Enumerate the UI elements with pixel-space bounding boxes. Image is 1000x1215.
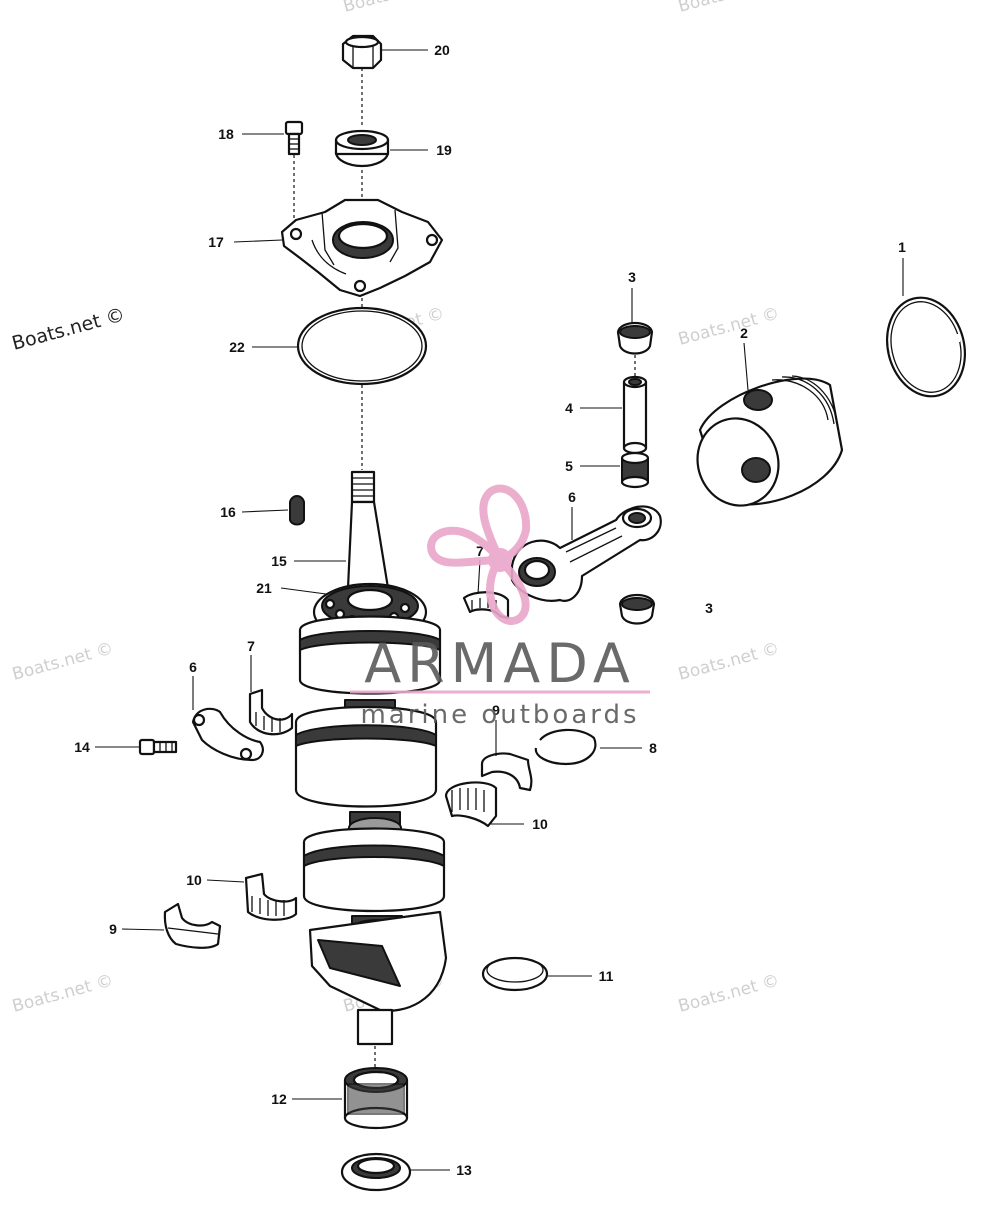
callout-9-right: 9 [492, 702, 500, 718]
propeller-logo-icon [427, 484, 531, 625]
callout-7-left: 7 [247, 638, 255, 654]
callout-1: 1 [898, 239, 906, 255]
callout-6-cap: 6 [189, 659, 197, 675]
callout-9-left: 9 [109, 921, 117, 937]
part-10-needle-cage-left [244, 872, 298, 921]
armada-tagline: marine outboards [360, 700, 639, 730]
callout-4: 4 [565, 400, 573, 416]
part-10-needle-cage-right [444, 781, 498, 828]
part-12-needle-bearing [343, 1067, 409, 1130]
callout-7-right: 7 [476, 543, 484, 559]
callout-14: 14 [74, 739, 90, 755]
callout-3-top: 3 [628, 269, 636, 285]
watermark-5: Boats.net © [676, 304, 781, 350]
callout-17: 17 [208, 234, 224, 250]
callout-13: 13 [456, 1162, 472, 1178]
part-11-seal-ring [481, 956, 549, 992]
part-9-bearing-half-left [163, 902, 222, 949]
part-8-retaining-ring [534, 728, 597, 766]
part-18-screw [284, 120, 304, 156]
watermark-2: Boats.net © [676, 0, 781, 17]
part-6-connecting-rod [510, 505, 662, 602]
callout-11: 11 [599, 968, 614, 984]
part-19-seal [334, 129, 390, 168]
armada-logo: ARMADA marine outboards [350, 484, 650, 730]
callout-18: 18 [218, 126, 234, 142]
part-3-washer-bottom [618, 593, 656, 625]
watermark-3: Boats.net © [10, 304, 128, 355]
part-16-key [289, 495, 305, 526]
part-15-crankshaft [294, 470, 448, 1046]
callout-20: 20 [434, 42, 450, 58]
propeller-hub [488, 548, 512, 572]
part-6-rod-cap [191, 707, 264, 762]
part-2-piston [696, 375, 844, 507]
callout-3-bottom: 3 [705, 600, 713, 616]
watermark-10: Boats.net © [676, 971, 781, 1017]
callout-10-right: 10 [532, 816, 548, 832]
leader-lines [95, 49, 904, 1171]
part-17-end-cap [280, 198, 444, 298]
armada-brand: ARMADA [364, 632, 636, 695]
watermark-6: Boats.net © [10, 639, 115, 685]
part-14-screw [138, 738, 178, 756]
callout-15: 15 [271, 553, 287, 569]
callout-12: 12 [271, 1091, 287, 1107]
part-1-piston-ring [885, 296, 967, 398]
callout-19: 19 [436, 142, 452, 158]
callout-22: 22 [229, 339, 245, 355]
part-5-needle-bearing [620, 451, 650, 489]
part-13-seal-ring [340, 1152, 412, 1192]
callout-16: 16 [220, 504, 236, 520]
callout-21: 21 [256, 580, 272, 596]
part-7-bearing-cage-left [248, 688, 294, 736]
part-20-nut [341, 34, 383, 70]
callout-labels: 1 2 3 3 4 5 6 6 7 7 8 9 9 10 10 11 12 13… [74, 42, 906, 1178]
watermark-7: Boats.net © [676, 639, 781, 685]
callout-2: 2 [740, 325, 748, 341]
part-3-washer-top [616, 321, 654, 355]
watermark-8: Boats.net © [10, 971, 115, 1017]
part-9-bearing-half-right [480, 752, 533, 792]
callout-5: 5 [565, 458, 573, 474]
callout-8: 8 [649, 740, 657, 756]
watermark-1: Boats.net © [341, 0, 446, 17]
part-4-wrist-pin [622, 375, 648, 455]
callout-6-rod: 6 [568, 489, 576, 505]
callout-10-left: 10 [186, 872, 202, 888]
part-22-o-ring [296, 306, 428, 386]
